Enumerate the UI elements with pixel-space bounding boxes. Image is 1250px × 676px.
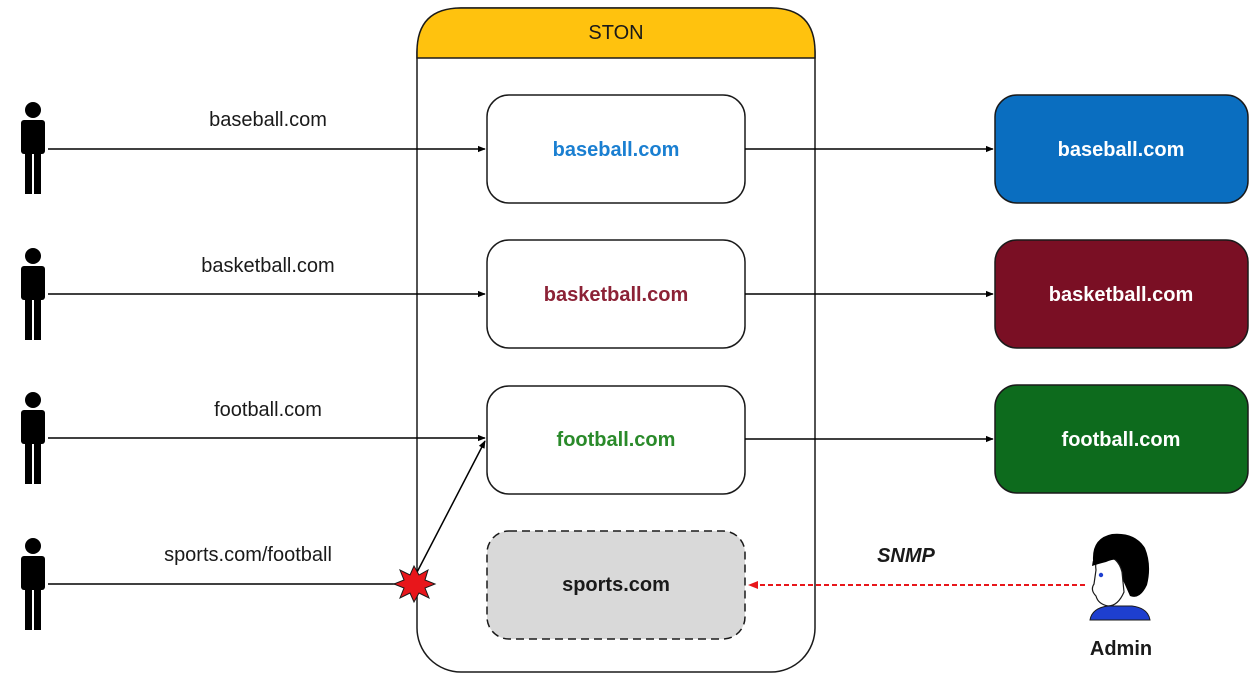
origin-baseball: baseball.com <box>994 94 1249 204</box>
ston-title: STON <box>588 22 643 44</box>
vhost-label-basketball: basketball.com <box>544 284 689 306</box>
admin-avatar-icon <box>1089 533 1151 621</box>
origin-basketball: basketball.com <box>994 239 1249 349</box>
vhost-baseball: baseball.com <box>486 94 746 204</box>
request-label-basketball: basketball.com <box>201 255 334 277</box>
ston-header <box>416 7 816 59</box>
request-label-football: football.com <box>214 399 322 421</box>
origin-box <box>994 384 1249 494</box>
origin-box <box>994 94 1249 204</box>
origin-football: football.com <box>994 384 1249 494</box>
vhost-basketball: basketball.com <box>486 239 746 349</box>
person-icon <box>21 392 45 484</box>
person-icon <box>21 538 45 630</box>
user-4 <box>21 538 45 630</box>
user-3 <box>21 392 45 484</box>
vhost-label-sports: sports.com <box>562 574 670 596</box>
admin-label: Admin <box>1090 638 1152 660</box>
vhost-box-dashed <box>486 530 746 640</box>
person-icon <box>21 248 45 340</box>
vhost-football: football.com <box>486 385 746 495</box>
vhost-label-baseball: baseball.com <box>553 139 680 161</box>
vhost-label-football: football.com <box>557 429 676 451</box>
user-1 <box>21 102 45 194</box>
request-label-baseball: baseball.com <box>209 109 327 131</box>
user-2 <box>21 248 45 340</box>
origin-label-basketball: basketball.com <box>1049 284 1194 306</box>
snmp-label: SNMP <box>877 545 935 567</box>
vhost-sports: sports.com <box>486 530 746 640</box>
origin-label-football: football.com <box>1062 429 1181 451</box>
person-icon <box>21 102 45 194</box>
vhost-box <box>486 385 746 495</box>
redirect-burst-icon <box>392 564 437 604</box>
request-label-sports: sports.com/football <box>164 544 332 566</box>
redirect-arrow-sports-to-football <box>413 440 486 579</box>
origin-box <box>994 239 1249 349</box>
origin-label-baseball: baseball.com <box>1058 139 1185 161</box>
